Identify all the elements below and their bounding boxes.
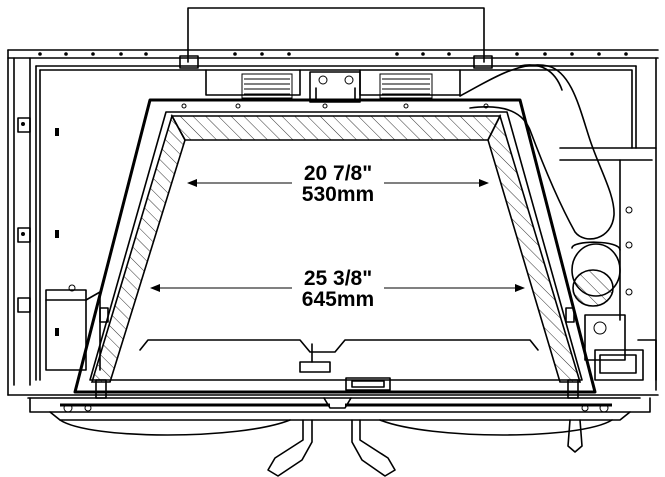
door-handles	[267, 419, 583, 477]
dimension-top: 20 7/8" 530mm	[187, 162, 489, 206]
dimension-bottom-metric: 645mm	[302, 288, 374, 311]
dimension-top-imperial: 20 7/8"	[304, 162, 372, 185]
dimension-top-metric: 530mm	[302, 183, 374, 206]
left-louvre	[241, 73, 293, 99]
top-mechanism	[179, 55, 493, 103]
right-louvre	[379, 73, 433, 99]
dimension-bottom: 25 3/8" 645mm	[150, 267, 525, 311]
bottom-rail	[7, 394, 659, 436]
dimension-bottom-imperial: 25 3/8"	[304, 267, 372, 290]
top-rivets	[38, 52, 628, 56]
right-control-panel	[559, 147, 657, 381]
top-flue-box	[187, 7, 485, 63]
firebox	[73, 98, 597, 399]
outer-frame	[7, 49, 659, 396]
flue-pipe	[459, 64, 621, 307]
